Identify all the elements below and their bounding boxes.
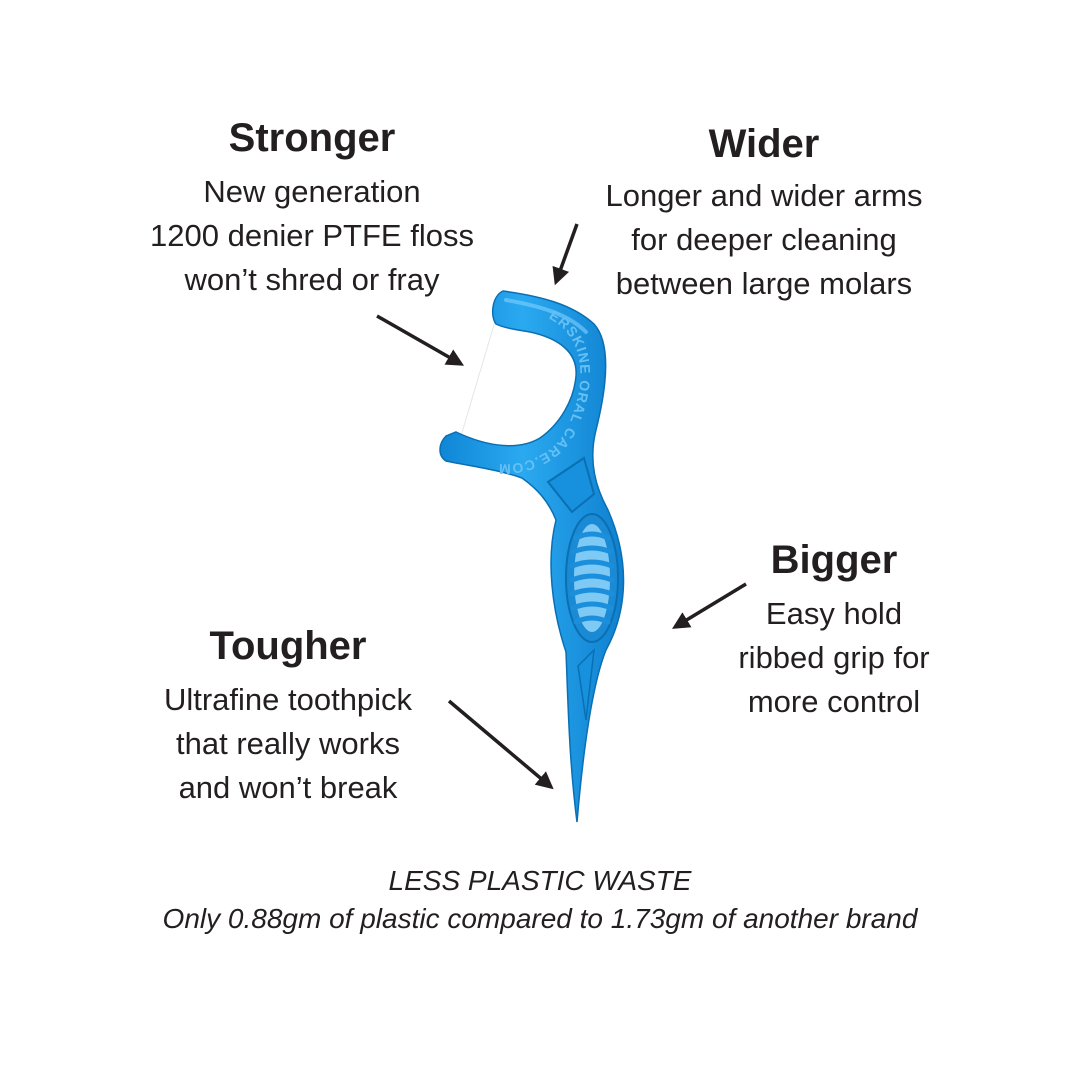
wider-callout: Wider Longer and wider arms for deeper c… — [564, 124, 964, 306]
bigger-callout: Bigger Easy hold ribbed grip for more co… — [700, 540, 968, 724]
tougher-line-2: that really works — [176, 726, 400, 761]
wider-line-3: between large molars — [615, 266, 913, 301]
wider-line-2: for deeper cleaning — [631, 222, 897, 257]
floss-pick: ERSKINE ORAL CARE.COM — [439, 290, 625, 823]
bigger-line-1: Easy hold — [765, 596, 903, 631]
lower-window — [577, 647, 595, 721]
footer-headline: LESS PLASTIC WASTE — [388, 865, 692, 896]
bigger-line-3: more control — [747, 684, 921, 719]
stronger-callout: Stronger New generation 1200 denier PTFE… — [112, 118, 512, 302]
neck-window — [546, 456, 596, 514]
tougher-arrow — [447, 699, 554, 790]
wider-heading: Wider — [708, 122, 820, 166]
bigger-line-2: ribbed grip for — [738, 640, 930, 675]
tougher-line-1: Ultrafine toothpick — [163, 682, 413, 717]
tougher-line-3: and won’t break — [178, 770, 398, 805]
stronger-heading: Stronger — [228, 116, 396, 160]
footer-comparison: Only 0.88gm of plastic compared to 1.73g… — [162, 903, 918, 934]
stronger-line-2: 1200 denier PTFE floss — [150, 218, 474, 253]
ribbed-grip — [565, 513, 619, 643]
tougher-heading: Tougher — [209, 624, 367, 668]
stronger-line-1: New generation — [203, 174, 421, 209]
bigger-heading: Bigger — [770, 538, 898, 582]
stronger-line-3: won’t shred or fray — [184, 262, 440, 297]
wider-arrow — [552, 223, 579, 286]
footer-note: LESS PLASTIC WASTE Only 0.88gm of plasti… — [0, 862, 1080, 938]
pick-body — [439, 290, 625, 823]
tougher-callout: Tougher Ultrafine toothpick that really … — [110, 626, 466, 810]
bigger-arrow — [672, 582, 747, 629]
wider-line-1: Longer and wider arms — [605, 178, 923, 213]
stronger-arrow — [376, 314, 465, 366]
